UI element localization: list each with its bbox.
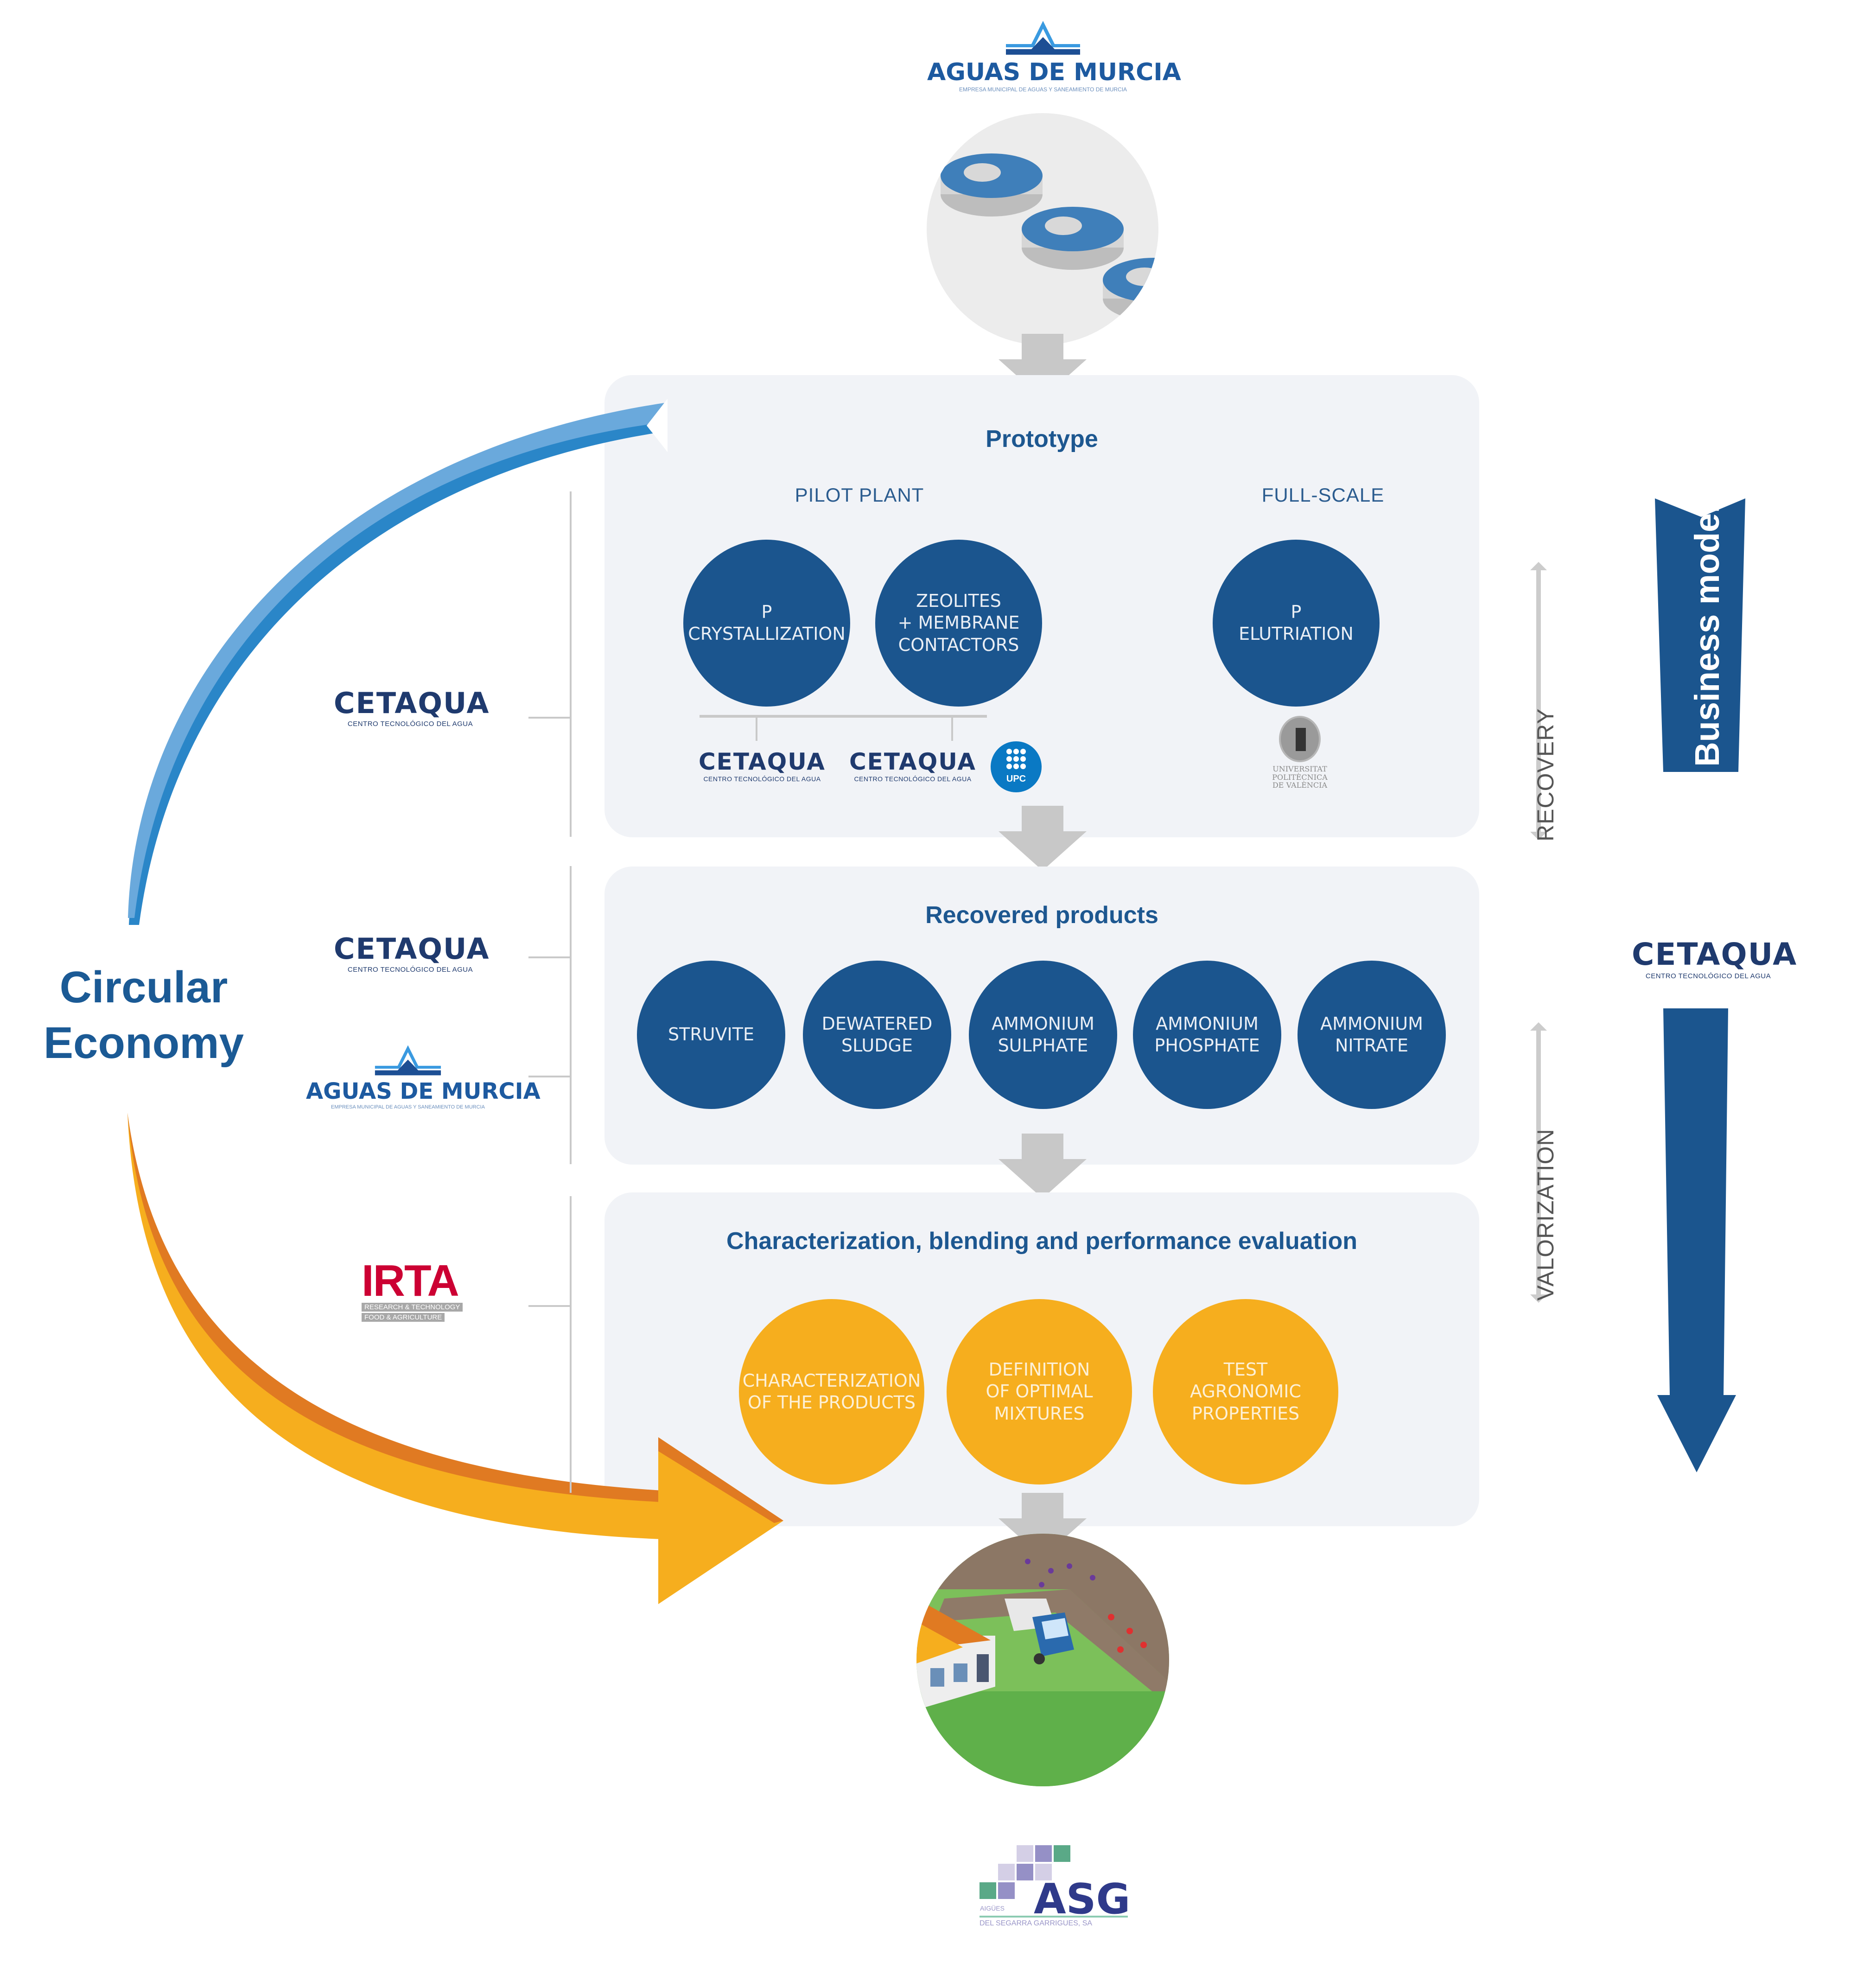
business-model-arrow-top xyxy=(1655,498,1745,772)
circular-economy-orange-arrow xyxy=(127,1113,783,1604)
aguas-de-murcia-mountain-icon xyxy=(1006,21,1080,55)
recovered-products-title: Recovered products xyxy=(925,902,1158,929)
recovery-double-arrow xyxy=(1530,562,1547,840)
valorization-label: VALORIZATION xyxy=(1533,1128,1558,1301)
process-p-elutriation: P ELUTRIATION xyxy=(1213,540,1380,707)
pilot-bracket-right xyxy=(951,718,953,741)
left-connector-tick-3 xyxy=(528,1076,570,1077)
aguas-de-murcia-name: AGUAS DE MURCIA xyxy=(927,58,1181,86)
farm-truck-icon xyxy=(916,1534,1169,1786)
cetaqua-logo-right: CETAQUA CENTRO TECNOLÓGICO DEL AGUA xyxy=(1632,937,1798,980)
full-scale-label: FULL-SCALE xyxy=(1261,484,1385,506)
product-dewatered-sludge: DEWATERED SLUDGE xyxy=(803,961,951,1109)
circular-economy-line2: Economy xyxy=(43,1018,244,1068)
characterization-title: Characterization, blending and performan… xyxy=(726,1228,1357,1255)
product-struvite: STRUVITE xyxy=(637,961,785,1109)
wastewater-plant-illustration xyxy=(927,113,1158,345)
aguas-de-murcia-logo-left: AGUAS DE MURCIA EMPRESA MUNICIPAL DE AGU… xyxy=(306,1043,541,1110)
aguas-de-murcia-mountain-icon-left xyxy=(375,1045,441,1076)
flow-arrow-prototype-to-recovered xyxy=(999,806,1087,871)
circular-economy-label: Circular Economy xyxy=(28,960,260,1071)
recovered-products-panel: Recovered products STRUVITE DEWATERED SL… xyxy=(604,867,1479,1165)
valorization-double-arrow xyxy=(1530,1022,1547,1303)
product-ammonium-phosphate: AMMONIUM PHOSPHATE xyxy=(1133,961,1281,1109)
business-model-arrow-bottom xyxy=(1657,1008,1736,1472)
aguas-de-murcia-tagline: EMPRESA MUNICIPAL DE AGUAS Y SANEAMIENTO… xyxy=(959,86,1127,93)
circular-economy-line1: Circular xyxy=(59,962,228,1012)
upv-name: UNIVERSITAT POLITÈCNICA DE VALÈNCIA xyxy=(1272,765,1328,790)
irta-tagline-1: RESEARCH & TECHNOLOGY xyxy=(362,1303,463,1312)
process-p-crystallization: P CRYSTALLIZATION xyxy=(683,540,850,707)
cetaqua-logo-left-2: CETAQUA CENTRO TECNOLÓGICO DEL AGUA xyxy=(334,932,490,974)
upv-seal-icon xyxy=(1279,716,1321,762)
farm-illustration xyxy=(916,1534,1169,1786)
left-connector-line-2 xyxy=(570,866,572,1164)
product-ammonium-sulphate: AMMONIUM SULPHATE xyxy=(969,961,1117,1109)
irta-name: IRTA xyxy=(362,1256,459,1306)
left-connector-line-3 xyxy=(570,1196,572,1493)
asg-logo: ASG AIGÜES DEL SEGARRA GARRIGUES, SA xyxy=(978,1845,1131,1929)
upv-logo: UNIVERSITAT POLITÈCNICA DE VALÈNCIA xyxy=(1263,716,1337,809)
upc-logo: UPC xyxy=(991,741,1042,792)
upc-text: UPC xyxy=(1006,774,1026,784)
cetaqua-logo-pilot-1: CETAQUA CENTRO TECNOLÓGICO DEL AGUA xyxy=(698,748,826,783)
asg-squares-icon xyxy=(980,1845,1070,1899)
left-connector-line-1 xyxy=(570,491,572,837)
cetaqua-logo-left-1: CETAQUA CENTRO TECNOLÓGICO DEL AGUA xyxy=(334,686,490,728)
pilot-plant-label: PILOT PLANT xyxy=(795,484,924,506)
flow-arrow-plant-to-prototype xyxy=(999,334,1087,399)
flow-arrow-characterization-to-farm xyxy=(999,1493,1087,1558)
process-zeolites-membrane-contactors: ZEOLITES + MEMBRANE CONTACTORS xyxy=(875,540,1042,707)
asg-underline xyxy=(980,1916,1128,1918)
upc-dots-icon xyxy=(1006,749,1026,769)
product-ammonium-nitrate: AMMONIUM NITRATE xyxy=(1298,961,1446,1109)
business-model-label: Business model xyxy=(1688,503,1726,767)
step-test-agronomic-properties: TEST AGRONOMIC PROPERTIES xyxy=(1153,1299,1338,1485)
left-connector-tick-2 xyxy=(528,956,570,958)
irta-tagline-2: FOOD & AGRICULTURE xyxy=(362,1313,445,1322)
characterization-panel: Characterization, blending and performan… xyxy=(604,1192,1479,1526)
prototype-title: Prototype xyxy=(986,426,1098,452)
circular-economy-blue-arrow xyxy=(128,399,668,925)
aguas-de-murcia-logo-top: AGUAS DE MURCIA EMPRESA MUNICIPAL DE AGU… xyxy=(927,19,1181,93)
prototype-panel: Prototype PILOT PLANT FULL-SCALE P CRYST… xyxy=(604,375,1479,837)
recovery-label: RECOVERY xyxy=(1533,708,1558,841)
step-definition-of-optimal-mixtures: DEFINITION OF OPTIMAL MIXTURES xyxy=(947,1299,1132,1485)
asg-name: ASG xyxy=(1034,1875,1131,1924)
asg-prefix: AIGÜES xyxy=(980,1905,1005,1912)
left-connector-tick-4 xyxy=(528,1305,570,1307)
clarifier-tanks-icon xyxy=(941,153,1158,321)
pilot-bracket-left xyxy=(756,718,757,741)
cetaqua-logo-pilot-2: CETAQUA CENTRO TECNOLÓGICO DEL AGUA xyxy=(849,748,977,783)
step-characterization-of-products: CHARACTERIZATION OF THE PRODUCTS xyxy=(739,1299,924,1485)
asg-tagline: DEL SEGARRA GARRIGUES, SA xyxy=(980,1919,1093,1927)
irta-logo: IRTA RESEARCH & TECHNOLOGY FOOD & AGRICU… xyxy=(362,1256,501,1322)
flow-arrow-recovered-to-characterization xyxy=(999,1134,1087,1198)
pilot-bracket-horizontal xyxy=(700,715,987,718)
left-connector-tick-1 xyxy=(528,717,570,719)
